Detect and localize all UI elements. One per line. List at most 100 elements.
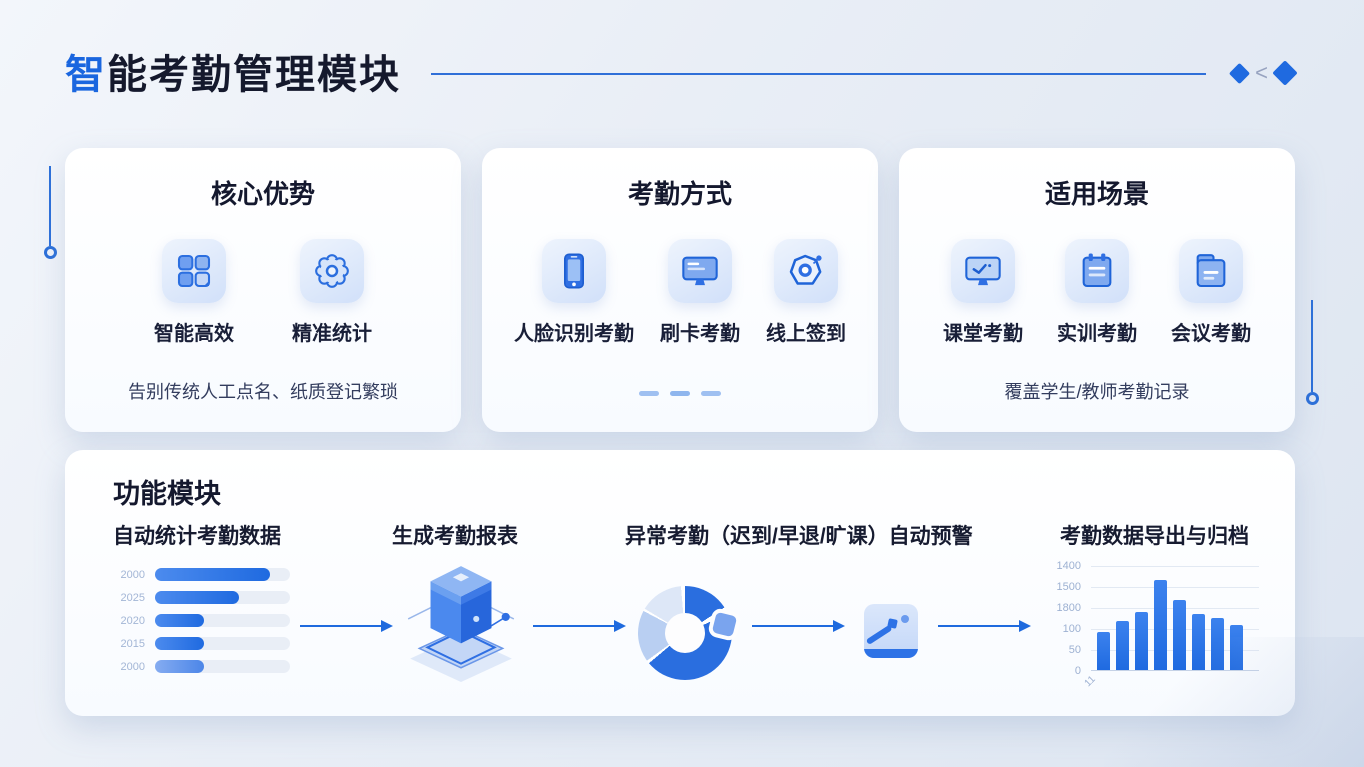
horizontal-bar-chart: 2000 2025 2020 2015 2000 — [113, 568, 290, 683]
item-label: 课堂考勤 — [943, 323, 1023, 345]
page-title-highlight: 智 — [65, 53, 107, 97]
card-items: 人脸识别考勤 刷卡考勤 — [514, 239, 846, 346]
monitor-check-icon — [951, 239, 1015, 303]
bar — [1116, 620, 1129, 670]
bar-category-label: 2020 — [120, 614, 145, 627]
title-row: 智能考勤管理模块 < — [65, 42, 1298, 100]
item-classroom-attendance: 课堂考勤 — [943, 239, 1023, 346]
clipboard-icon — [1065, 239, 1129, 303]
app-grid-icon — [162, 239, 226, 303]
bar-category-label: 2015 — [120, 637, 145, 650]
bar-fill — [155, 591, 239, 604]
folder-doc-icon — [1179, 239, 1243, 303]
bar-fill — [155, 614, 204, 627]
card-footer-text: 告别传统人工点名、纸质登记繁琐 — [128, 382, 398, 402]
image-line — [865, 624, 893, 645]
image-dot — [901, 615, 909, 623]
right-stick-ring-icon — [1306, 392, 1319, 405]
step-label-generate-report: 生成考勤报表 — [392, 525, 518, 548]
item-label: 智能高效 — [154, 323, 234, 345]
chevron-left-icon: < — [1255, 60, 1268, 85]
flow-arrow-icon — [533, 619, 626, 632]
gridline — [1091, 587, 1259, 588]
y-tick-label: 50 — [1068, 644, 1081, 656]
image-pen — [887, 618, 898, 629]
card-items: 智能高效 — [154, 239, 372, 346]
bar-track — [155, 637, 290, 650]
card-function-modules: 功能模块 自动统计考勤数据 生成考勤报表 异常考勤（迟到/早退/旷课）自动预警 … — [65, 450, 1295, 716]
title-ornament: < — [1229, 60, 1298, 86]
item-training-attendance: 实训考勤 — [1057, 239, 1137, 346]
card-heading: 核心优势 — [210, 179, 315, 209]
badge-icon — [774, 239, 838, 303]
item-label: 实训考勤 — [1057, 323, 1137, 345]
flow-arrow-icon — [752, 619, 845, 632]
bar-category-label: 2000 — [120, 568, 145, 581]
item-label: 刷卡考勤 — [660, 323, 740, 345]
bar-fill — [155, 568, 270, 581]
x-tick-label: 11 — [1082, 673, 1098, 690]
bar — [1211, 618, 1224, 670]
card-core-advantages: 核心优势 智能高效 — [65, 148, 461, 432]
database-3d-icon — [407, 566, 515, 682]
bar-row: 2025 — [113, 591, 290, 604]
title-underline — [431, 73, 1207, 75]
item-face-recognition: 人脸识别考勤 — [514, 239, 634, 346]
image-icon — [864, 604, 918, 658]
plot-area — [1091, 566, 1259, 671]
bar-row: 2000 — [113, 660, 290, 673]
bar — [1230, 625, 1243, 670]
card-heading: 考勤方式 — [627, 179, 732, 209]
flow-arrow-icon — [300, 619, 393, 632]
bars — [1097, 565, 1243, 670]
bar — [1135, 611, 1148, 670]
ellipsis-dashes-icon — [639, 391, 721, 396]
bar-fill — [155, 637, 204, 650]
card-attendance-methods: 考勤方式 人脸识别考勤 — [482, 148, 878, 432]
feature-cards-row: 核心优势 智能高效 — [65, 148, 1295, 432]
bar — [1154, 580, 1167, 670]
bar-category-label: 2025 — [120, 591, 145, 604]
card-items: 课堂考勤 实训考勤 — [943, 239, 1251, 346]
item-label: 人脸识别考勤 — [514, 323, 634, 345]
bar — [1192, 613, 1205, 670]
gear-icon — [300, 239, 364, 303]
y-tick-label: 1500 — [1056, 581, 1081, 593]
item-card-swipe: 刷卡考勤 — [660, 239, 740, 346]
y-tick-label: 100 — [1062, 623, 1081, 635]
gridline — [1091, 566, 1259, 567]
item-label: 会议考勤 — [1171, 323, 1251, 345]
item-smart-efficient: 智能高效 — [154, 239, 234, 346]
bar-fill — [155, 660, 204, 673]
left-stick-ring-icon — [44, 246, 57, 259]
bar-row: 2015 — [113, 637, 290, 650]
y-tick-label: 0 — [1074, 665, 1081, 677]
flow-arrow-icon — [938, 619, 1031, 632]
card-applicable-scenarios: 适用场景 课堂考勤 — [899, 148, 1295, 432]
y-axis: 1400 1500 1800 100 50 0 — [1055, 560, 1087, 677]
bar-track — [155, 660, 290, 673]
function-modules-heading: 功能模块 — [113, 479, 221, 509]
bar-track — [155, 568, 290, 581]
bar — [1173, 600, 1186, 670]
step-label-export-archive: 考勤数据导出与归档 — [1060, 525, 1249, 548]
bar-row: 2020 — [113, 614, 290, 627]
right-stick-line — [1311, 300, 1313, 392]
image-bottom-bar — [864, 649, 918, 658]
card-heading: 适用场景 — [1044, 179, 1149, 209]
page-title-rest: 能考勤管理模块 — [107, 53, 401, 97]
diamond-icon — [1272, 60, 1298, 86]
page-title: 智能考勤管理模块 — [65, 42, 401, 100]
y-tick-label: 1800 — [1056, 602, 1081, 614]
bar — [1097, 631, 1110, 670]
diamond-icon — [1229, 62, 1251, 84]
item-precise-statistics: 精准统计 — [292, 239, 372, 346]
y-tick-label: 1400 — [1056, 560, 1081, 572]
left-stick-line — [49, 166, 51, 246]
item-meeting-attendance: 会议考勤 — [1171, 239, 1251, 346]
item-label: 精准统计 — [292, 323, 372, 345]
bar-track — [155, 591, 290, 604]
item-online-checkin: 线上签到 — [766, 239, 846, 346]
step-label-abnormal-warning: 异常考勤（迟到/早退/旷课）自动预警 — [625, 525, 973, 548]
